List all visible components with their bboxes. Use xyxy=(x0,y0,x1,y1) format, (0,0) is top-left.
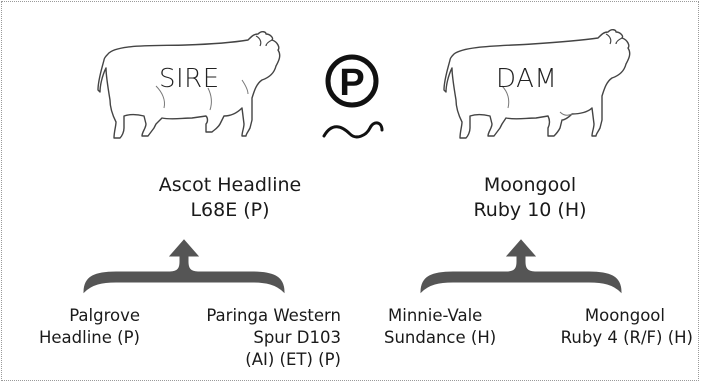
dam-dam-line1: Moongool xyxy=(584,306,665,325)
sire-dam-name: Paringa Western Spur D103 (AI) (ET) (P) xyxy=(190,305,341,371)
dam-cow-icon xyxy=(443,29,631,139)
sire-merge-arrow-icon xyxy=(83,239,285,294)
sire-dam-line2: Spur D103 xyxy=(253,328,341,347)
sire-label: SIRE xyxy=(159,64,220,94)
dam-sire-line2: Sundance (H) xyxy=(384,328,497,347)
sire-sire-line2: Headline (P) xyxy=(39,328,140,347)
polled-symbol-icon: P xyxy=(322,54,384,139)
dam-merge-arrow-icon xyxy=(420,239,622,294)
dam-name-line2: Ruby 10 (H) xyxy=(473,199,587,221)
dam-dam-name: Moongool Ruby 4 (R/F) (H) xyxy=(530,305,693,349)
polled-letter: P xyxy=(339,62,364,104)
dam-dam-line2: Ruby 4 (R/F) (H) xyxy=(560,328,693,347)
sire-sire-line1: Palgrove xyxy=(69,306,140,325)
dam-sire-name: Minnie-Vale Sundance (H) xyxy=(384,305,524,349)
sire-sire-name: Palgrove Headline (P) xyxy=(20,305,140,349)
sire-name: Ascot Headline L68E (P) xyxy=(140,173,320,223)
dam-label: DAM xyxy=(496,64,558,94)
dam-sire-line1: Minnie-Vale xyxy=(388,306,483,325)
sire-name-line2: L68E (P) xyxy=(190,199,270,221)
sire-dam-line3: (AI) (ET) (P) xyxy=(245,350,341,369)
sire-cow-icon xyxy=(97,31,281,139)
sire-dam-line1: Paringa Western xyxy=(206,306,341,325)
sire-name-line1: Ascot Headline xyxy=(158,174,302,196)
dam-name: Moongool Ruby 10 (H) xyxy=(440,173,620,223)
dam-name-line1: Moongool xyxy=(483,174,577,196)
